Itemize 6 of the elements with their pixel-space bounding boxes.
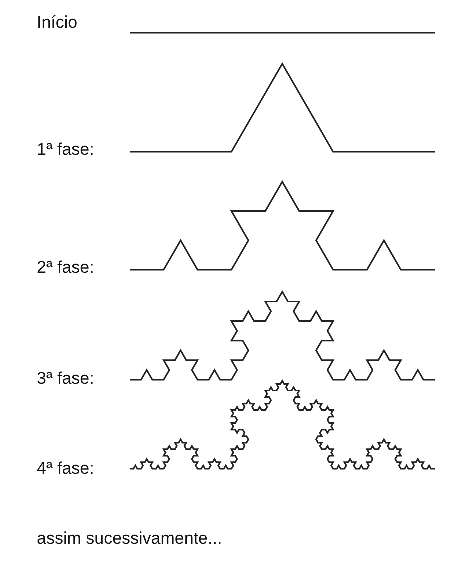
stage-label: 1ª fase: xyxy=(37,141,94,158)
stage-label: 4ª fase: xyxy=(37,460,94,477)
stage-label: 2ª fase: xyxy=(37,259,94,276)
stage-label: Início xyxy=(37,14,78,31)
note-text: assim sucessivamente... xyxy=(37,530,222,547)
stage-label: 3ª fase: xyxy=(37,370,94,387)
